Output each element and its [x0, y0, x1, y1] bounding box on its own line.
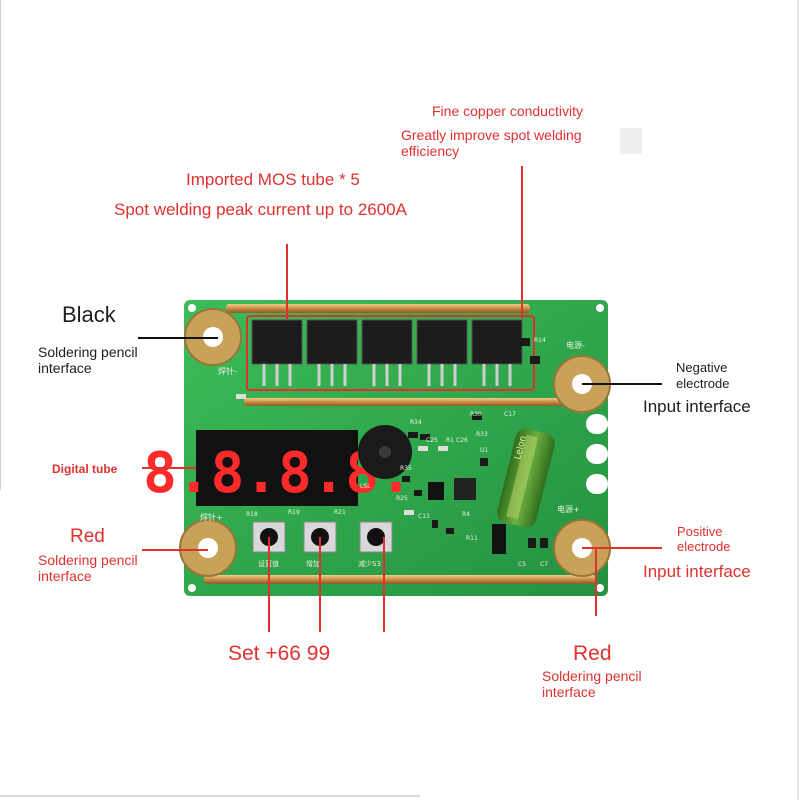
red-pencil-bottom-line1: Soldering pencil — [542, 668, 642, 684]
red-pencil-left-line2: interface — [38, 568, 92, 584]
positive-line2: electrode — [677, 539, 731, 554]
black-pencil-line1: Soldering pencil — [38, 344, 138, 360]
button-decrease-cap — [367, 528, 385, 546]
black-pencil-line2: interface — [38, 360, 92, 376]
svg-text:R21: R21 — [334, 509, 346, 516]
mos-callout-line1: Imported MOS tube * 5 — [186, 170, 360, 189]
red-pencil-bottom-title: Red — [573, 642, 612, 665]
svg-text:U1: U1 — [480, 447, 488, 454]
mos-callout-line2: Spot welding peak current up to 2600A — [114, 200, 407, 219]
slot-hole — [586, 444, 608, 464]
slot-hole — [586, 474, 608, 494]
ic-chip — [454, 478, 476, 500]
tactile-buttons — [252, 521, 393, 553]
svg-text:LSL: LSL — [360, 483, 371, 490]
copper-bar-upper — [244, 398, 586, 406]
pcb-board: 8.8.8.8. — [143, 300, 611, 596]
display-housing — [196, 430, 358, 506]
svg-text:R30: R30 — [470, 411, 482, 418]
svg-text:R1: R1 — [446, 437, 454, 444]
svg-text:R19: R19 — [288, 509, 300, 516]
svg-text:焊针-: 焊针- — [218, 366, 237, 376]
mos-tube — [306, 319, 358, 365]
smd-resistors — [236, 394, 448, 515]
mount-hole — [596, 584, 604, 592]
digital-tube-label: Digital tube — [52, 462, 118, 476]
transistor — [428, 482, 444, 500]
svg-text:电源-: 电源- — [566, 340, 585, 350]
silkscreen: 焊针- 焊针+ 电源- 电源+ R14 R34 C17 R30 R33 C25 … — [200, 337, 585, 568]
mos-tube — [471, 319, 523, 365]
svg-text:电源+: 电源+ — [557, 504, 580, 514]
mount-hole — [188, 304, 196, 312]
svg-text:C25: C25 — [426, 437, 438, 444]
svg-text:R34: R34 — [410, 419, 422, 426]
buttons-label: Set +66 99 — [228, 642, 331, 665]
copper-bar-bottom — [204, 575, 596, 584]
mount-hole — [596, 304, 604, 312]
svg-text:增加: 增加 — [306, 559, 320, 568]
copper-bar-top — [226, 304, 530, 313]
svg-text:C13: C13 — [418, 513, 430, 520]
svg-text:R14: R14 — [534, 337, 546, 344]
svg-text:C17: C17 — [504, 411, 516, 418]
svg-text:R11: R11 — [466, 535, 478, 542]
svg-text:R4: R4 — [462, 511, 470, 518]
red-pencil-left-line1: Soldering pencil — [38, 552, 138, 568]
pad-hole — [198, 538, 218, 558]
svg-text:C7: C7 — [540, 561, 548, 568]
mos-tubes — [251, 319, 523, 386]
copper-callout-line2: Greatly improve spot welding — [401, 127, 582, 143]
smd-components — [402, 338, 548, 548]
positive-line3: Input interface — [643, 562, 751, 581]
copper-callout-line3: efficiency — [401, 143, 460, 159]
svg-text:R25: R25 — [396, 495, 408, 502]
positive-line1: Positive — [677, 524, 723, 539]
negative-line2: electrode — [676, 376, 730, 391]
svg-text:减少S3: 减少S3 — [358, 559, 381, 568]
svg-text:R18: R18 — [246, 511, 258, 518]
buzzer-center — [379, 446, 391, 458]
svg-text:R35: R35 — [400, 465, 412, 472]
red-pencil-bottom-line2: interface — [542, 684, 596, 700]
black-pencil-title: Black — [62, 302, 116, 327]
slot-hole — [586, 414, 608, 434]
svg-text:焊针+: 焊针+ — [200, 512, 223, 522]
mos-tube — [416, 319, 468, 365]
background-blemish — [620, 128, 642, 154]
mos-tube — [251, 319, 303, 365]
mos-tube — [361, 319, 413, 365]
svg-text:C5: C5 — [518, 561, 526, 568]
svg-text:C26: C26 — [456, 437, 468, 444]
negative-line1: Negative — [676, 360, 728, 375]
red-pencil-left-title: Red — [70, 526, 105, 547]
negative-line3: Input interface — [643, 397, 751, 416]
copper-callout-line1: Fine copper conductivity — [432, 103, 583, 119]
mos-highlight-box — [246, 315, 535, 391]
svg-text:R33: R33 — [476, 431, 488, 438]
diode — [492, 524, 506, 554]
electrolytic-capacitor — [497, 428, 555, 528]
leader-lines — [138, 166, 662, 632]
mount-hole — [188, 584, 196, 592]
